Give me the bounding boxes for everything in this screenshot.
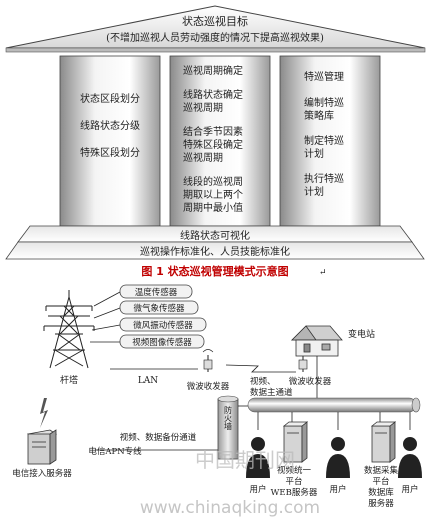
video-platform-label: 平台: [285, 476, 302, 487]
sensor-box: [119, 300, 199, 315]
user-icon: [398, 437, 422, 478]
pillar-right-line: 计划: [304, 185, 324, 198]
pillar-right-line: 特巡管理: [304, 70, 344, 83]
user-icon: [326, 437, 350, 478]
pillar-mid-line: 巡视周期确定: [183, 64, 243, 77]
tower-icon: [43, 290, 95, 369]
user-icon: [246, 437, 270, 478]
network-diagram: 杆塔 温度传感器 微气象传感器 微风振动传感器 视频图像传感器 LAN 微波收发…: [12, 284, 422, 509]
user-label: 用户: [401, 484, 418, 495]
sensor-list: 温度传感器 微气象传感器 微风振动传感器 视频图像传感器: [90, 284, 207, 349]
data-platform-label: 服务器: [368, 498, 394, 509]
pillar-right-line: 执行特巡: [304, 172, 344, 185]
pillar-right-line: 计划: [304, 147, 324, 160]
pillar-mid-line: 线路状态确定: [183, 88, 243, 101]
pillar-left-line: 状态区段划分: [80, 92, 140, 105]
paragraph-mark: ↵: [319, 268, 327, 278]
main-channel-label: 数据主通道: [250, 387, 293, 398]
apn-label: 电信APN专线: [88, 446, 142, 457]
user-label: 用户: [249, 484, 266, 495]
substation-icon: [291, 325, 343, 357]
sensor-label: 温度传感器: [135, 287, 178, 298]
sensor-label: 视频图像传感器: [132, 337, 192, 348]
firewall-label: 防火墙: [224, 405, 233, 431]
pillar-mid: 巡视周期确定 线路状态确定 巡视周期 结合季节因素 特殊区段确定 巡视周期 线段…: [169, 55, 271, 227]
watermark-cn: 中国期刊网: [195, 448, 295, 472]
pillar-mid-line: 结合季节因素: [183, 125, 243, 138]
server-icon: [26, 429, 58, 465]
pillar-mid-line: 巡视周期: [183, 101, 223, 114]
transceiver-2-label: 微波收发器: [289, 376, 332, 387]
data-platform-label: 数据采集: [364, 465, 399, 476]
wireless-link: [225, 364, 296, 373]
pillar-right-line: 编制特巡: [304, 96, 344, 109]
bus-pipe: [247, 397, 417, 413]
tower-label: 杆塔: [60, 374, 78, 386]
base-top-label: 线路状态可视化: [180, 229, 250, 242]
roof-title: 状态巡视目标: [182, 14, 248, 28]
video-platform-label: 视频统一: [277, 465, 312, 476]
backup-channel-label: 视频、数据备份通道: [120, 432, 197, 443]
firewall-icon: [217, 395, 239, 460]
lan-label: LAN: [138, 376, 158, 386]
pillar-left: 状态区段划分 线路状态分级 特殊区段划分: [59, 55, 161, 227]
video-platform-server-icon: [282, 421, 309, 463]
figure-caption: 图 1 状态巡视管理模式示意图: [141, 264, 288, 278]
substation-label: 变电站: [348, 328, 375, 340]
lightning-icon: [40, 398, 48, 428]
data-platform-label: 平台: [372, 476, 389, 487]
pillar-mid-line: 线段的巡视周: [183, 175, 243, 188]
data-platform-server-icon: [370, 421, 397, 463]
antenna-icon: [202, 349, 214, 372]
transceiver-1-label: 微波收发器: [187, 381, 230, 392]
pillar-right-line: 策略库: [304, 109, 334, 122]
pillar-mid-line: 期取以上两个: [183, 189, 243, 201]
pillar-mid-line: 巡视周期: [183, 151, 223, 164]
base-bottom: [5, 241, 425, 260]
server-label: 电信接入服务器: [12, 468, 72, 479]
main-channel-label: 视频、: [250, 376, 276, 387]
sensor-label: 微风振动传感器: [133, 320, 193, 331]
data-platform-label: 数据库: [368, 487, 394, 498]
temple-diagram: 状态巡视目标 (不增加巡视人员劳动强度的情况下提高巡视效果) 状态区段划分 线路…: [5, 5, 426, 260]
pillar-left-line: 线路状态分级: [80, 119, 140, 132]
sensor-label: 微气象传感器: [133, 303, 185, 314]
sensor-box: [119, 284, 193, 299]
pillar-right: 特巡管理 编制特巡 策略库 制定特巡 计划 执行特巡 计划: [279, 55, 381, 227]
user-label: 用户: [329, 484, 346, 495]
base-bottom-label: 巡视操作标准化、人员技能标准化: [140, 245, 290, 258]
pillar-left-line: 特殊区段划分: [80, 146, 140, 159]
watermark-url: www.chinaqking.com: [140, 498, 320, 518]
sensor-box: [119, 334, 205, 349]
roof-band: [5, 47, 426, 53]
pillar-right-line: 制定特巡: [304, 134, 344, 147]
pillar-mid-line: 周期中最小值: [183, 201, 243, 214]
video-platform-label: WEB服务器: [271, 487, 318, 498]
roof-subtitle: (不增加巡视人员劳动强度的情况下提高巡视效果): [106, 31, 324, 44]
pillar-mid-line: 特殊区段确定: [183, 138, 243, 151]
sensor-box: [119, 317, 207, 332]
